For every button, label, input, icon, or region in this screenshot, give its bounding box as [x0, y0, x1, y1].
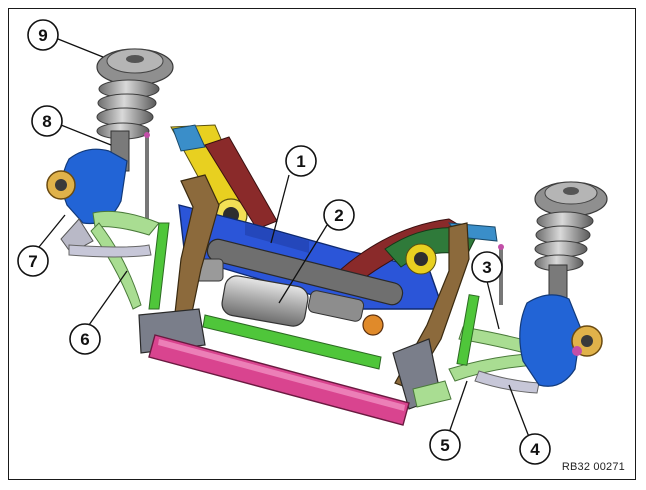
callout-2: 2 [323, 199, 355, 231]
left-strut-assembly [96, 48, 174, 219]
callout-label-3: 3 [482, 258, 491, 277]
callout-label-7: 7 [28, 252, 37, 271]
callout-label-1: 1 [296, 152, 305, 171]
right-wheel-carrier [519, 294, 603, 387]
steering-gear [194, 238, 404, 336]
callout-6: 6 [69, 323, 101, 355]
reference-code: RB32 00271 [561, 461, 625, 473]
callout-label-8: 8 [42, 112, 51, 131]
callout-1: 1 [285, 145, 317, 177]
callout-8: 8 [31, 105, 63, 137]
left-tension-strut [68, 210, 170, 310]
callout-3: 3 [471, 251, 503, 283]
callout-label-5: 5 [440, 436, 449, 455]
callout-4: 4 [519, 433, 551, 465]
figure-frame: 1 2 3 4 5 6 7 8 9 RB32 00271 [8, 8, 636, 480]
callout-label-2: 2 [334, 206, 343, 225]
callout-label-4: 4 [530, 440, 540, 459]
callout-label-9: 9 [38, 26, 47, 45]
front-axle-diagram: 1 2 3 4 5 6 7 8 9 [17, 19, 608, 465]
left-coil-spring [96, 79, 160, 140]
callout-9: 9 [27, 19, 59, 51]
steering-motor [221, 275, 309, 327]
callout-label-6: 6 [80, 330, 89, 349]
left-wheel-carrier [46, 148, 128, 254]
green-tie-bar [202, 314, 382, 370]
right-strut-assembly [534, 181, 608, 302]
callout-5: 5 [429, 429, 461, 461]
leader-lines [38, 36, 530, 438]
callout-7: 7 [17, 245, 49, 277]
right-coil-spring [534, 211, 594, 272]
